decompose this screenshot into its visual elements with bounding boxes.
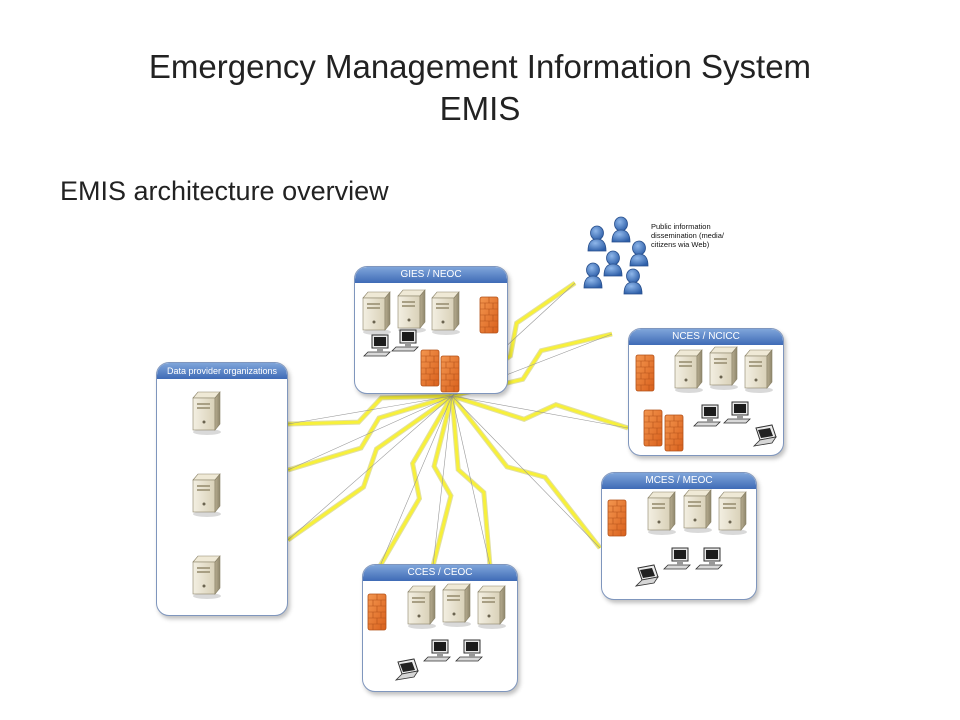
workstation-icon [723, 401, 751, 424]
node-data-provider: Data provider organizations [156, 362, 288, 616]
laptop-icon [753, 424, 777, 447]
mces-devices [607, 489, 748, 587]
workstation-icon [363, 334, 391, 357]
node-header: Data provider organizations [157, 363, 287, 379]
server-icon [442, 583, 472, 628]
slide-title: Emergency Management Information System … [0, 46, 960, 130]
link-line-0 [287, 395, 453, 425]
link-line-6 [432, 395, 453, 567]
server-icon [744, 349, 774, 394]
laptop-icon [395, 658, 419, 681]
firewall-icon [635, 354, 655, 392]
title-line-1: Emergency Management Information System [148, 48, 812, 85]
link-line-5 [379, 395, 453, 567]
title-line-2: EMIS [439, 90, 521, 127]
server-icon [718, 491, 748, 536]
firewall-icon [643, 409, 663, 447]
public-info-label: Public information dissemination (media/… [651, 222, 724, 249]
server-icon [683, 489, 713, 534]
server-icon [407, 585, 437, 630]
workstation-icon [455, 639, 483, 662]
server-icon [192, 391, 222, 436]
firewall-icon [664, 414, 684, 452]
workstation-icon [695, 547, 723, 570]
node-header: GIES / NEOC [355, 267, 507, 283]
link-line-2 [287, 395, 453, 541]
workstation-icon [693, 404, 721, 427]
server-icon [477, 585, 507, 630]
server-icon [709, 346, 739, 391]
node-header: NCES / NCICC [629, 329, 783, 345]
laptop-icon [635, 564, 659, 587]
firewall-icon [479, 296, 499, 334]
cces-devices [367, 583, 507, 681]
firewall-icon [607, 499, 627, 537]
workstation-icon [391, 329, 419, 352]
server-icon [362, 291, 392, 336]
firewall-icon [440, 355, 460, 393]
link-line-1 [287, 395, 453, 471]
node-header: CCES / CEOC [363, 565, 517, 581]
slide-subtitle: EMIS architecture overview [60, 176, 389, 206]
link-line-4 [451, 395, 601, 549]
server-icon [397, 289, 427, 334]
firewall-icon [420, 349, 440, 387]
data-provider-devices [192, 391, 222, 600]
link-line-3 [451, 395, 629, 429]
workstation-icon [663, 547, 691, 570]
server-icon [647, 491, 677, 536]
server-icon [674, 349, 704, 394]
server-icon [192, 555, 222, 600]
server-icon [431, 291, 461, 336]
gies-devices [362, 289, 499, 393]
firewall-icon [367, 593, 387, 631]
workstation-icon [423, 639, 451, 662]
public-users-icon [583, 216, 649, 295]
server-icon [192, 473, 222, 518]
nces-devices [635, 346, 777, 452]
node-header: MCES / MEOC [602, 473, 756, 489]
link-line-7 [451, 395, 491, 567]
